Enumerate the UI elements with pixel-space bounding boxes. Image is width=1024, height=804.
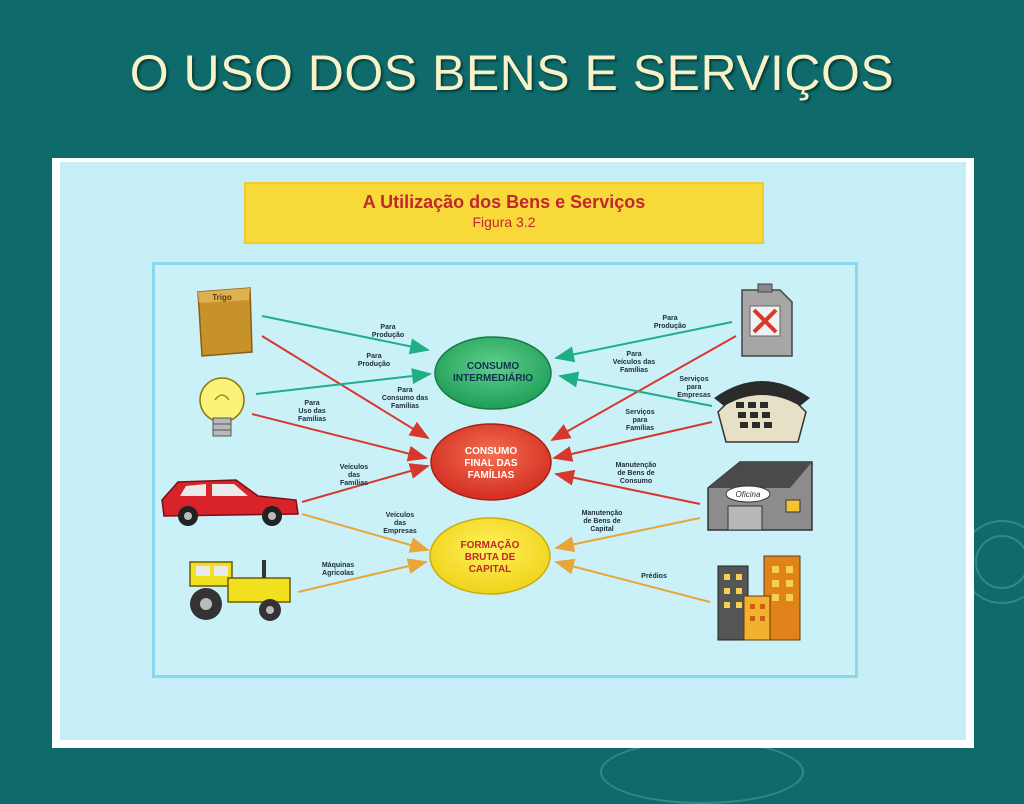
label-uso-familias-1: Para bbox=[304, 400, 319, 407]
label-maquinas-2: Agrícolas bbox=[322, 570, 354, 577]
wheat-sack-icon: Trigo bbox=[197, 287, 253, 357]
label-veiculos-familias-1: Veículos bbox=[340, 464, 369, 471]
node-capital-line3: CAPITAL bbox=[469, 564, 512, 575]
figure-title: A Utilização dos Bens e Serviços bbox=[362, 192, 646, 212]
diagram: CONSUMO INTERMEDIÁRIO CONSUMO FINAL DAS … bbox=[161, 283, 813, 641]
label-manut-consumo-2: de Bens de bbox=[617, 470, 654, 477]
label-serv-familias-3: Famílias bbox=[626, 425, 654, 432]
label-comb-veiculos-2: Veículos das bbox=[613, 359, 656, 366]
arrow-lampada-intermediario bbox=[255, 368, 432, 395]
telephone-icon bbox=[714, 381, 810, 443]
node-consumo-final: CONSUMO FINAL DAS FAMÍLIAS bbox=[430, 423, 552, 501]
label-serv-empresas-1: Serviços bbox=[679, 376, 708, 383]
arrow-trigo-intermediario bbox=[261, 315, 430, 355]
label-manut-consumo-1: Manutenção bbox=[616, 462, 657, 469]
arrow-trator-capital bbox=[297, 558, 428, 593]
label-serv-familias-1: Serviços bbox=[625, 409, 654, 416]
arrow-predios-capital bbox=[554, 558, 711, 603]
label-comb-para-producao-1: Para bbox=[662, 315, 677, 322]
arrow-telefone-final bbox=[552, 421, 713, 462]
buildings-icon bbox=[717, 555, 801, 641]
tractor-icon bbox=[189, 560, 291, 621]
label-lampada-para-producao-1: Para bbox=[366, 353, 381, 360]
arrow-lampada-final bbox=[251, 413, 428, 462]
arrow-telefone-intermediario bbox=[558, 371, 713, 407]
node-capital-line2: BRUTA DE bbox=[465, 552, 516, 563]
workshop-label: Oficina bbox=[736, 490, 761, 499]
label-veiculos-familias-3: Famílias bbox=[340, 480, 368, 487]
arrow-combustivel-intermediario bbox=[554, 321, 733, 363]
label-predios: Prédios bbox=[641, 573, 667, 580]
label-uso-familias-3: Famílias bbox=[298, 416, 326, 423]
label-consumo-familias-3: Famílias bbox=[391, 403, 419, 410]
label-veiculos-familias-2: das bbox=[348, 472, 360, 479]
arrow-oficina-final bbox=[554, 469, 701, 505]
figure-banner: A Utilização dos Bens e Serviços Figura … bbox=[244, 182, 764, 244]
label-manut-capital-3: Capital bbox=[590, 526, 613, 533]
label-veiculos-empresas-2: das bbox=[394, 520, 406, 527]
labels-right: Para Produção Para Veículos das Famílias… bbox=[582, 315, 711, 580]
node-formacao-capital: FORMAÇÃO BRUTA DE CAPITAL bbox=[429, 517, 551, 595]
label-trigo-para-producao-2: Produção bbox=[372, 332, 404, 339]
label-comb-veiculos-3: Famílias bbox=[620, 367, 648, 374]
node-intermediario-line2: INTERMEDIÁRIO bbox=[453, 371, 533, 384]
node-capital-line1: FORMAÇÃO bbox=[461, 538, 520, 551]
light-bulb-icon bbox=[199, 377, 245, 437]
node-final-line3: FAMÍLIAS bbox=[468, 468, 515, 481]
node-final-line2: FINAL DAS bbox=[464, 458, 517, 469]
workshop-icon: Oficina bbox=[707, 461, 813, 531]
arrow-trigo-final bbox=[261, 335, 430, 440]
label-consumo-familias-2: Consumo das bbox=[382, 395, 428, 402]
label-trigo-para-producao-1: Para bbox=[380, 324, 395, 331]
node-consumo-intermediario: CONSUMO INTERMEDIÁRIO bbox=[434, 336, 552, 410]
label-serv-empresas-3: Empresas bbox=[677, 392, 711, 399]
wheat-sack-label: Trigo bbox=[212, 293, 232, 302]
arrows-left bbox=[251, 315, 432, 593]
arrow-carro-capital bbox=[301, 513, 430, 553]
label-consumo-familias-1: Para bbox=[397, 387, 412, 394]
label-veiculos-empresas-3: Empresas bbox=[383, 528, 417, 535]
arrow-carro-final bbox=[301, 463, 430, 503]
label-veiculos-empresas-1: Veículos bbox=[386, 512, 415, 519]
label-comb-para-producao-2: Produção bbox=[654, 323, 686, 330]
label-manut-capital-2: de Bens de bbox=[583, 518, 620, 525]
label-manut-consumo-3: Consumo bbox=[620, 478, 652, 485]
node-intermediario-line1: CONSUMO bbox=[467, 361, 519, 372]
labels-left: Para Produção Para Produção Para Consumo… bbox=[298, 324, 428, 577]
label-uso-familias-2: Uso das bbox=[298, 408, 325, 415]
figure-subtitle: Figura 3.2 bbox=[472, 214, 536, 230]
car-icon bbox=[161, 479, 299, 526]
label-serv-familias-2: para bbox=[633, 417, 648, 424]
arrow-oficina-capital bbox=[554, 517, 701, 553]
decor-swirl bbox=[975, 535, 1024, 589]
label-serv-empresas-2: para bbox=[687, 384, 702, 391]
label-lampada-para-producao-2: Produção bbox=[358, 361, 390, 368]
label-manut-capital-1: Manutenção bbox=[582, 510, 623, 517]
node-final-line1: CONSUMO bbox=[465, 446, 517, 457]
fuel-can-icon bbox=[741, 283, 793, 357]
slide-title: O USO DOS BENS E SERVIÇOS bbox=[129, 45, 895, 101]
label-comb-veiculos-1: Para bbox=[626, 351, 641, 358]
label-maquinas-1: Máquinas bbox=[322, 562, 354, 569]
arrows-right bbox=[550, 321, 737, 603]
arrow-combustivel-final bbox=[550, 335, 737, 441]
